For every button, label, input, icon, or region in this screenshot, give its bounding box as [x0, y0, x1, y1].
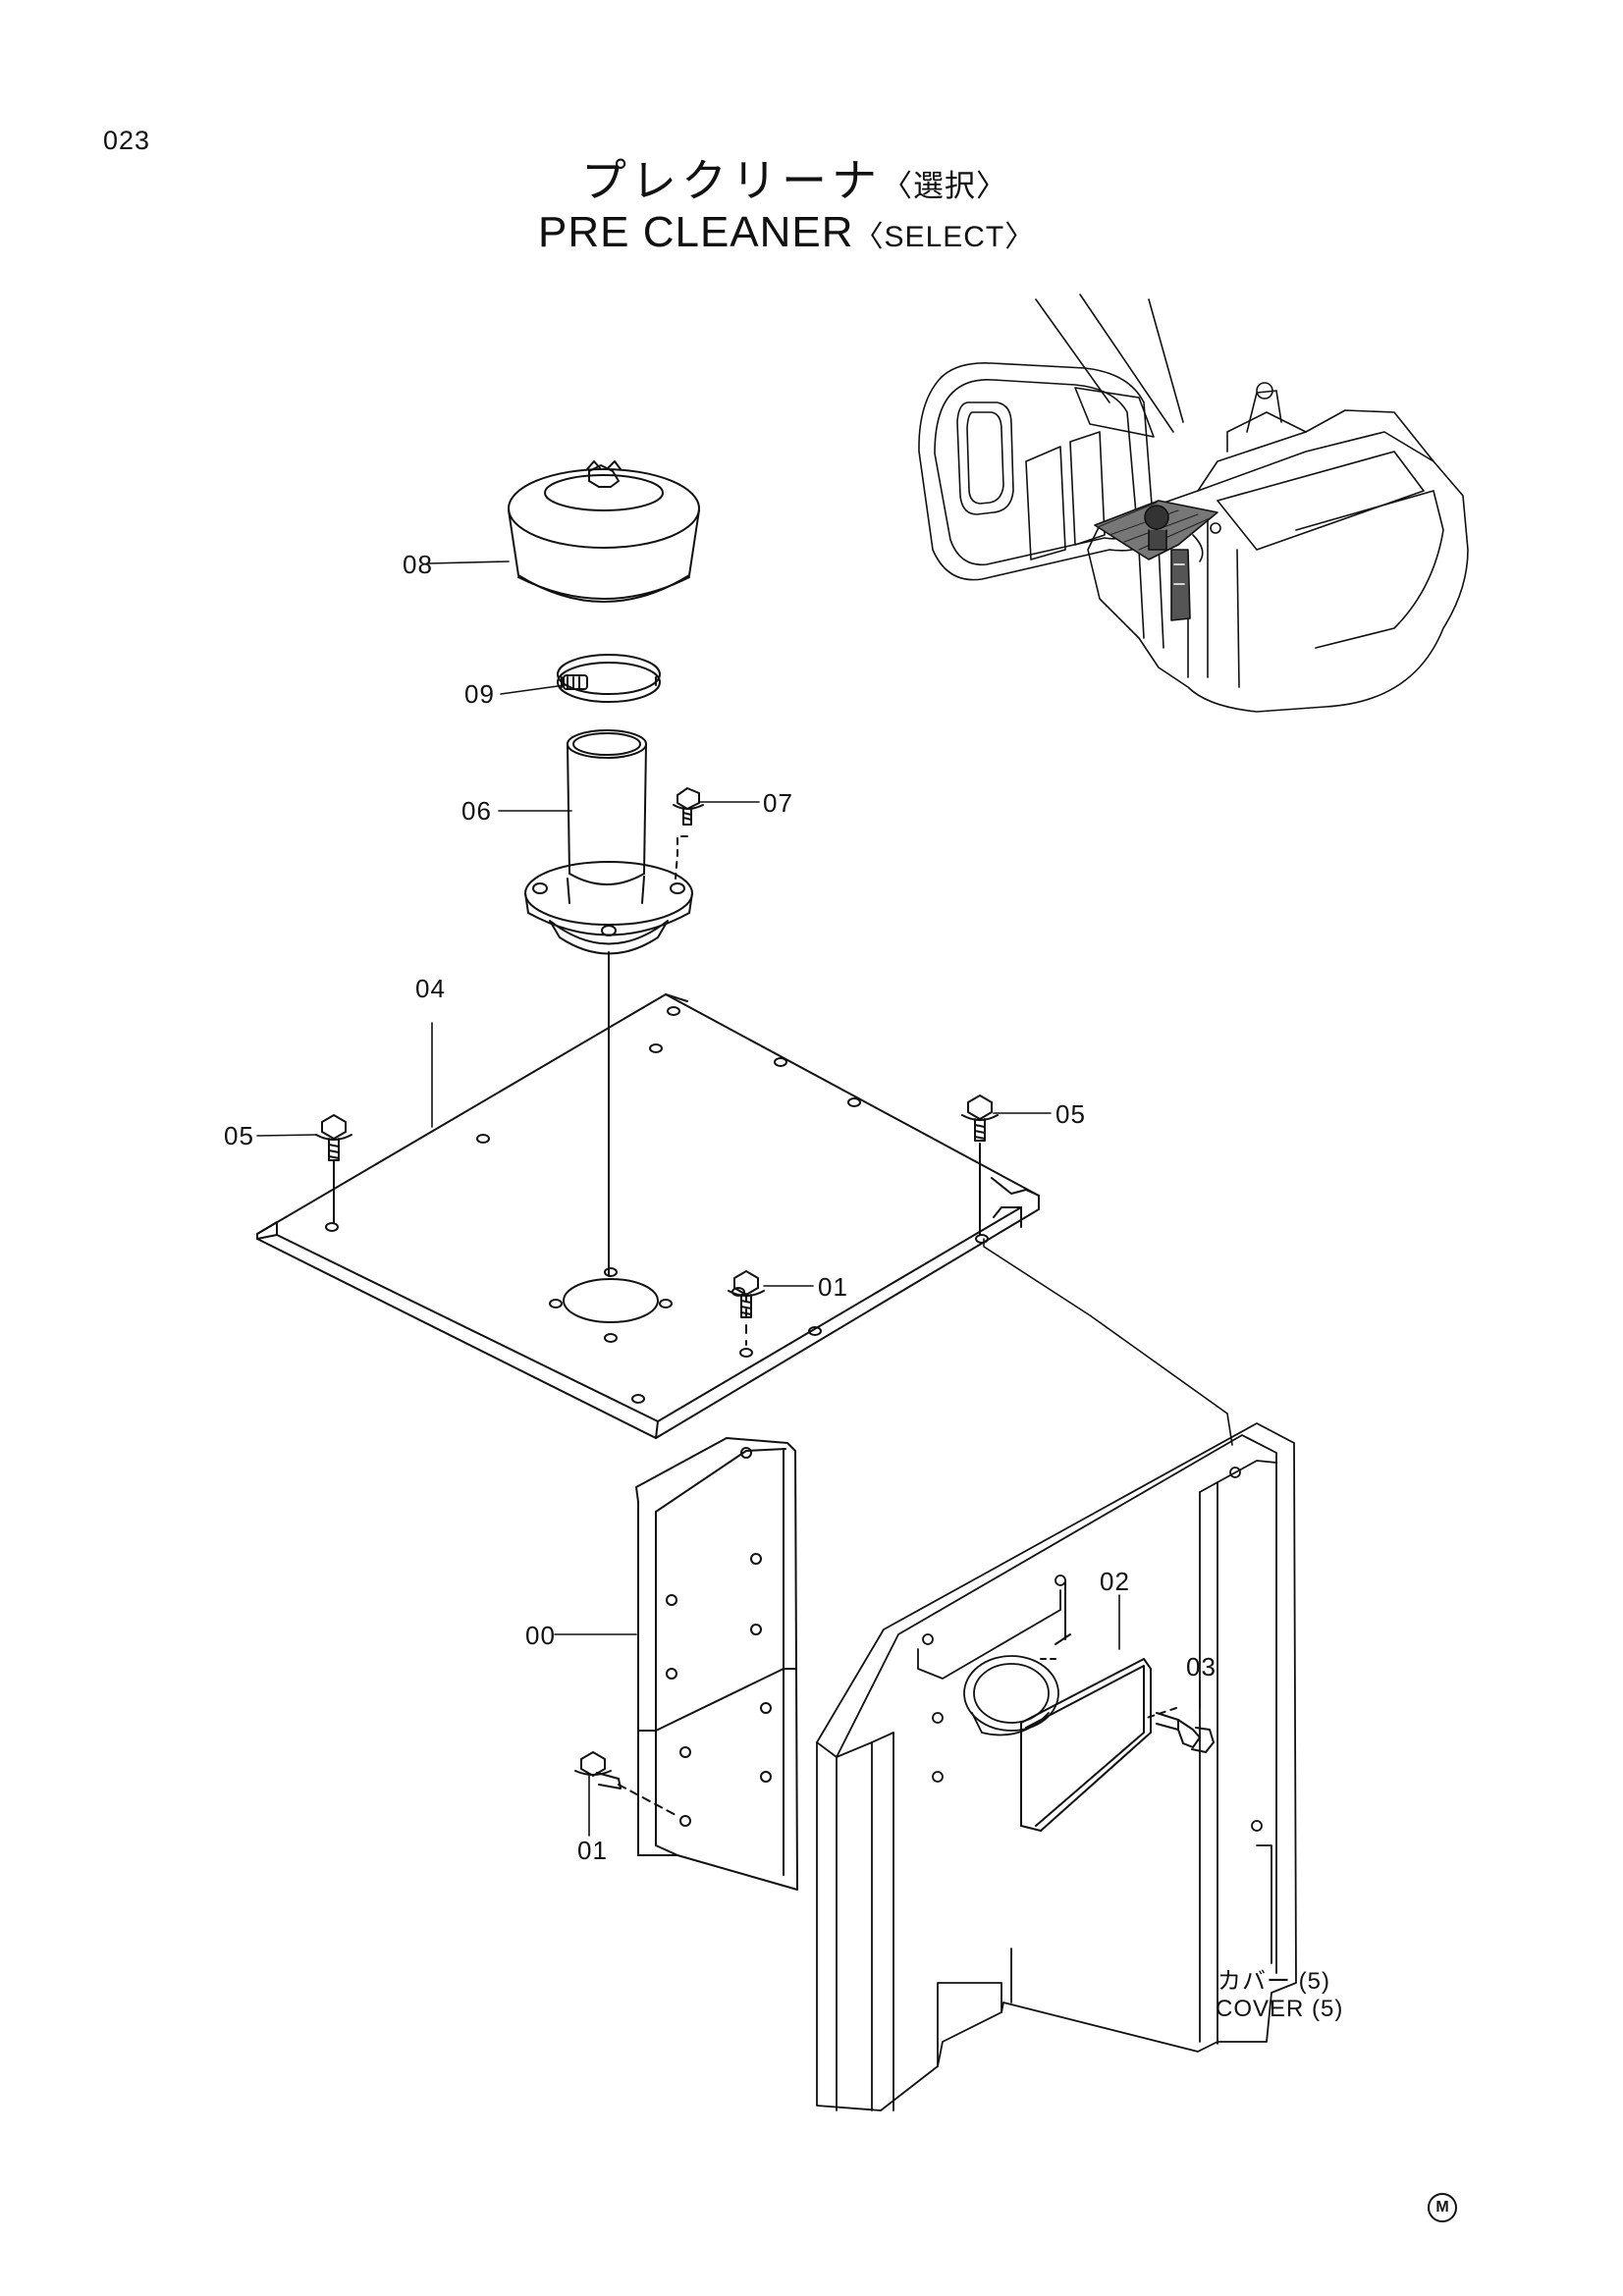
callout-05-right: 05: [1055, 1099, 1086, 1129]
cover-5-panel: [816, 1422, 1297, 2111]
part-09-band-clamp: [557, 654, 661, 703]
page-number: 023: [103, 126, 151, 155]
part-05-bolt-right: [961, 1095, 999, 1142]
part-05-bolt-left: [315, 1114, 352, 1161]
m-mark-symbol: M: [1428, 2193, 1457, 2222]
title-ja-note: 〈選択〉: [882, 169, 1007, 203]
callout-01-lower: 01: [577, 1836, 608, 1865]
callout-02: 02: [1100, 1567, 1130, 1596]
callout-leaders: [256, 561, 1201, 1837]
callout-08: 08: [403, 550, 433, 579]
cover-reference-english: COVER (5): [1216, 1996, 1344, 2022]
part-08-cap: [508, 460, 700, 603]
callout-06: 06: [461, 796, 492, 826]
page-title-japanese: プレクリーナ〈選択〉: [581, 145, 1007, 210]
part-02-cover-plate: [1020, 1579, 1152, 1832]
part-01-bolt-lower: [574, 1751, 678, 1817]
callout-01-top: 01: [818, 1272, 848, 1302]
callout-00: 00: [525, 1621, 556, 1650]
page-title-english: PRE CLEANER〈SELECT〉: [538, 208, 1035, 257]
callout-03: 03: [1186, 1652, 1217, 1682]
callout-05-left: 05: [224, 1121, 254, 1150]
title-en-note: 〈SELECT〉: [853, 221, 1036, 253]
callout-07: 07: [763, 788, 793, 818]
title-ja-text: プレクリーナ: [581, 155, 882, 206]
cover-reference-japanese: カバー (5): [1217, 1968, 1330, 1995]
part-00-bracket: [635, 1437, 798, 1891]
title-en-text: PRE CLEANER: [538, 208, 854, 256]
excavator-overview: [918, 294, 1469, 713]
part-01-bolt-top: [728, 1270, 765, 1318]
callout-09: 09: [464, 679, 495, 709]
callout-04: 04: [415, 974, 446, 1003]
part-06-pipe-adapter: [524, 729, 693, 955]
part-03-bolt: [1146, 1707, 1215, 1753]
part-04-mounting-plate: [256, 951, 1233, 1446]
part-07-bolt: [673, 787, 704, 880]
